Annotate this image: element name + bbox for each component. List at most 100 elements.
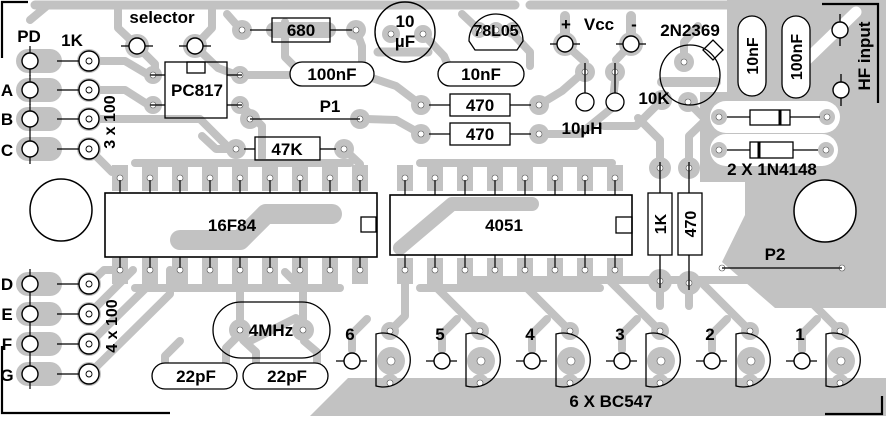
connector-row xyxy=(21,75,100,105)
copper-trace xyxy=(685,108,718,166)
inductor-10uh-and-resistor-10k xyxy=(575,63,625,112)
connector-row xyxy=(21,46,100,76)
drill-hole xyxy=(680,58,688,66)
cap-10uf-value: 10 xyxy=(396,12,415,31)
mounting-hole-right xyxy=(793,179,857,243)
connector-row xyxy=(21,299,100,329)
transistor-number: 3 xyxy=(615,325,624,344)
connector-hole-pad xyxy=(21,365,39,383)
drill-hole xyxy=(823,113,831,121)
capacitor-10nf-body xyxy=(437,61,525,87)
drill-hole xyxy=(476,356,486,366)
transistor-bc547 xyxy=(336,332,411,388)
transistor-number: 6 xyxy=(345,325,354,344)
copper-trace xyxy=(528,315,551,354)
can-tab xyxy=(702,39,724,61)
cap-100nf-label: 100nF xyxy=(307,65,356,84)
transistor-2n2369-label: 2N2369 xyxy=(660,21,720,40)
hf-input-pads xyxy=(831,14,850,106)
copper-trace xyxy=(798,315,821,354)
group-4x100-label: 4 x 100 xyxy=(104,299,121,352)
drill-hole xyxy=(475,26,483,34)
hf-input-label: HF input xyxy=(855,21,874,90)
cap-100nf-right-label: 100nF xyxy=(789,34,806,80)
drill-hole xyxy=(822,146,830,154)
trimpot-p2-label: P2 xyxy=(765,245,786,264)
capacitor-10nf-right-body xyxy=(737,15,767,97)
corner-mark-bottom-left xyxy=(0,346,170,415)
drill-hole xyxy=(417,130,425,138)
regulator-78l05-label: 78L05 xyxy=(473,23,518,40)
drill-hole xyxy=(836,356,846,366)
ic-4051-label: 4051 xyxy=(485,216,523,235)
trimpot-p1-label: P1 xyxy=(320,97,341,116)
connector-row xyxy=(21,134,100,164)
row-b-label: B xyxy=(1,110,13,129)
cap-10nf-label: 10nF xyxy=(461,65,501,84)
drill-hole xyxy=(535,101,543,109)
resistor-470-vertical-label: 470 xyxy=(683,211,700,238)
cap-22pf-a-label: 22pF xyxy=(176,367,216,386)
resistor-1k-vertical xyxy=(647,162,673,288)
solder-pad xyxy=(793,352,811,370)
drill-hole xyxy=(419,30,427,38)
drill-hole xyxy=(566,356,576,366)
cap-22pf-b-label: 22pF xyxy=(267,367,307,386)
copper-trace xyxy=(170,204,342,250)
pin1-notch xyxy=(186,61,206,74)
ic-body xyxy=(104,192,378,258)
solder-pad xyxy=(128,37,146,55)
capacitor-100nf-body xyxy=(289,61,375,87)
crystal-4mhz-body xyxy=(212,301,331,359)
connector-hole-pad xyxy=(21,52,39,70)
resistor-47k-label: 47K xyxy=(271,140,303,159)
label-layer: selector PD 1K A B C 3 x 100 D E F G 4 x… xyxy=(0,8,874,411)
row-f-label: F xyxy=(2,335,12,354)
copper-trace xyxy=(348,315,371,354)
drill-hole xyxy=(387,30,395,38)
resistor-body xyxy=(647,192,673,256)
drill-hole xyxy=(85,340,93,348)
crystal-4mhz-label: 4MHz xyxy=(249,321,293,340)
selector-pads xyxy=(121,37,211,55)
vertical-body xyxy=(605,92,625,112)
transistor-bc547 xyxy=(426,332,501,388)
diode-body xyxy=(749,109,791,126)
drill-hole xyxy=(85,86,93,94)
diodes-label: 2 X 1N4148 xyxy=(727,160,817,179)
drill-hole xyxy=(238,26,246,34)
to92-outline xyxy=(555,332,591,388)
drill-hole xyxy=(715,146,723,154)
copper-trace xyxy=(85,266,174,378)
diode-1n4148-b xyxy=(727,141,818,159)
row-a-label: A xyxy=(1,81,13,100)
copper-trace xyxy=(634,114,664,166)
group-3x100-label: 3 x 100 xyxy=(102,95,119,148)
drill-hole xyxy=(340,145,348,153)
drill-hole xyxy=(509,26,517,34)
resistor-470-vertical xyxy=(677,162,703,290)
resistor-470b-label: 470 xyxy=(466,125,494,144)
resistor-body xyxy=(271,17,331,43)
drill-hole xyxy=(85,115,93,123)
drill-hole xyxy=(85,145,93,153)
row-d-label: D xyxy=(1,275,13,294)
connector-row xyxy=(21,359,100,389)
corner-mark-top-left xyxy=(0,0,28,58)
vertical-body xyxy=(575,92,595,112)
connector-row xyxy=(21,104,100,134)
drill-hole xyxy=(746,356,756,366)
transistor-number: 1 xyxy=(795,325,804,344)
capacitor-22pf-a-body xyxy=(151,362,238,390)
to92-outline xyxy=(735,332,771,388)
copper-trace xyxy=(244,314,300,346)
transistor-bc547 xyxy=(696,332,771,388)
selector-label: selector xyxy=(129,8,195,27)
connector-row xyxy=(21,269,100,299)
mounting-hole-left xyxy=(29,178,93,242)
transistor-bc547 xyxy=(786,332,861,388)
diode-body xyxy=(749,141,794,159)
connector-hole-pad xyxy=(21,140,39,158)
solder-pad xyxy=(613,352,631,370)
